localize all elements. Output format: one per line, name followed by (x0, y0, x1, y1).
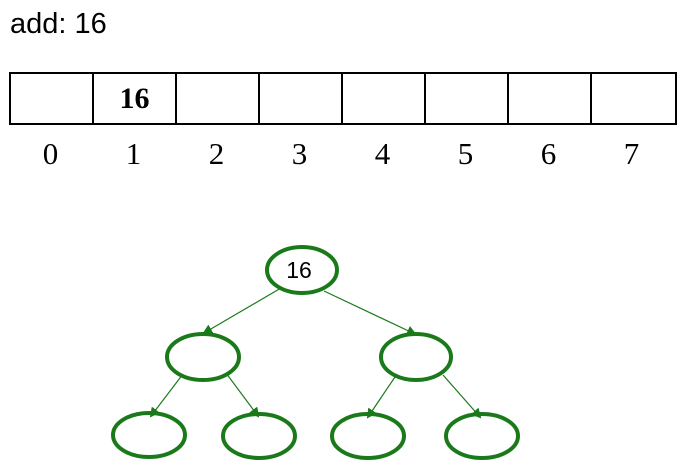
heap-array: 16 (9, 72, 677, 125)
tree-node-left-left (111, 411, 187, 459)
tree-edges (149, 287, 482, 419)
tree-node-right-right (444, 412, 520, 460)
tree-edge-right-left (366, 373, 398, 419)
array-index-3: 3 (291, 136, 308, 171)
array-index-4: 4 (374, 136, 391, 171)
array-cell-5 (426, 74, 509, 123)
tree-node-right (379, 332, 453, 382)
tree-edge-root-right (323, 290, 417, 336)
array-index-6: 6 (540, 136, 557, 171)
tree-node-left (165, 332, 241, 382)
array-cell-1: 16 (94, 74, 177, 123)
array-cell-2 (177, 74, 260, 123)
array-cell-0 (11, 74, 94, 123)
tree-nodes: 16 (111, 245, 520, 460)
tree-node-right-left (330, 412, 406, 460)
tree-node-root-label: 16 (286, 257, 312, 283)
tree-edge-left-right (225, 372, 260, 418)
array-cell-3 (260, 74, 343, 123)
array-index-2: 2 (208, 136, 225, 171)
array-index-0: 0 (42, 136, 59, 171)
tree-edge-right-right (442, 374, 482, 419)
array-index-1: 1 (125, 136, 142, 171)
tree-edge-left-left (149, 373, 184, 418)
array-index-7: 7 (623, 136, 640, 171)
array-indices: 0 1 2 3 4 5 6 7 (9, 138, 673, 169)
tree-node-root (265, 245, 339, 295)
array-cell-6 (509, 74, 592, 123)
tree-node-left-right (221, 412, 297, 460)
array-cell-4 (343, 74, 426, 123)
array-index-5: 5 (457, 136, 474, 171)
operation-title: add: 16 (10, 8, 107, 40)
tree-edge-root-left (202, 287, 282, 335)
